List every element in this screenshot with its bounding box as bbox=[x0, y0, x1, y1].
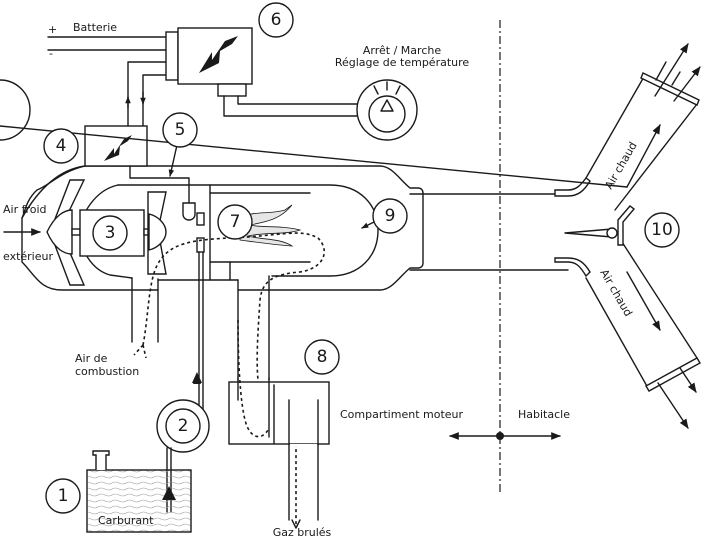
fuel-tank bbox=[86, 450, 192, 533]
combustion-air-arrow bbox=[133, 344, 147, 359]
temperature-knob[interactable] bbox=[0, 79, 418, 141]
svg-text:8: 8 bbox=[317, 347, 328, 367]
svg-text:9: 9 bbox=[385, 206, 396, 226]
callout-1: 1 bbox=[45, 478, 81, 514]
flame bbox=[239, 204, 302, 247]
exhaust-label: Gaz brulés bbox=[273, 526, 332, 539]
cold-air-label-line1: Air froid bbox=[3, 203, 47, 216]
callout-9: 9 bbox=[372, 198, 408, 234]
control-label-line2: Réglage de température bbox=[335, 56, 470, 69]
battery-wires bbox=[47, 36, 169, 127]
callout-6: 6 bbox=[258, 2, 294, 38]
callout-2: 2 bbox=[178, 416, 189, 436]
overheat-sensor bbox=[84, 125, 148, 167]
engine-compartment-label: Compartiment moteur bbox=[340, 408, 464, 421]
control-label-line1: Arrêt / Marche bbox=[363, 44, 441, 57]
lightning-icon bbox=[199, 36, 238, 73]
callout-8: 8 bbox=[304, 339, 340, 375]
svg-text:4: 4 bbox=[56, 136, 67, 156]
heater-housing bbox=[21, 165, 424, 381]
exhaust-silencer bbox=[228, 377, 330, 521]
cabin-label: Habitacle bbox=[518, 408, 570, 421]
svg-text:10: 10 bbox=[651, 220, 673, 240]
combustion-air-label-line1: Air de bbox=[75, 352, 108, 365]
combustion-flow-path bbox=[142, 232, 325, 525]
exhaust-arrow bbox=[291, 519, 301, 529]
combustion-air-label-line2: combustion bbox=[75, 365, 139, 378]
battery-label: Batterie bbox=[73, 21, 117, 34]
fuel-label: Carburant bbox=[98, 514, 154, 527]
hot-air-label-top: Air chaud bbox=[602, 140, 639, 192]
lightning-icon bbox=[104, 135, 132, 161]
callout-7: 7 bbox=[217, 204, 253, 240]
callout-10: 10 bbox=[644, 212, 680, 248]
battery-plus-label: + bbox=[48, 23, 57, 36]
hot-air-duct-top bbox=[0, 43, 701, 211]
outlet-duct bbox=[409, 177, 591, 278]
svg-text:5: 5 bbox=[175, 120, 186, 140]
svg-text:6: 6 bbox=[271, 10, 282, 30]
callout-3: 3 bbox=[92, 215, 128, 251]
svg-text:1: 1 bbox=[58, 486, 69, 506]
air-flap[interactable] bbox=[564, 205, 636, 246]
cold-air-label-line2: extérieur bbox=[3, 250, 53, 263]
fuel-pump bbox=[156, 372, 210, 453]
callout-4: 4 bbox=[43, 128, 79, 164]
hot-air-duct-bottom bbox=[585, 241, 701, 429]
svg-text:2: 2 bbox=[178, 416, 189, 436]
svg-text:7: 7 bbox=[230, 212, 241, 232]
control-unit bbox=[165, 27, 253, 97]
partition-point bbox=[496, 432, 504, 440]
battery-minus-label: - bbox=[49, 47, 53, 60]
svg-text:3: 3 bbox=[105, 223, 116, 243]
callout-5: 5 bbox=[162, 112, 198, 148]
